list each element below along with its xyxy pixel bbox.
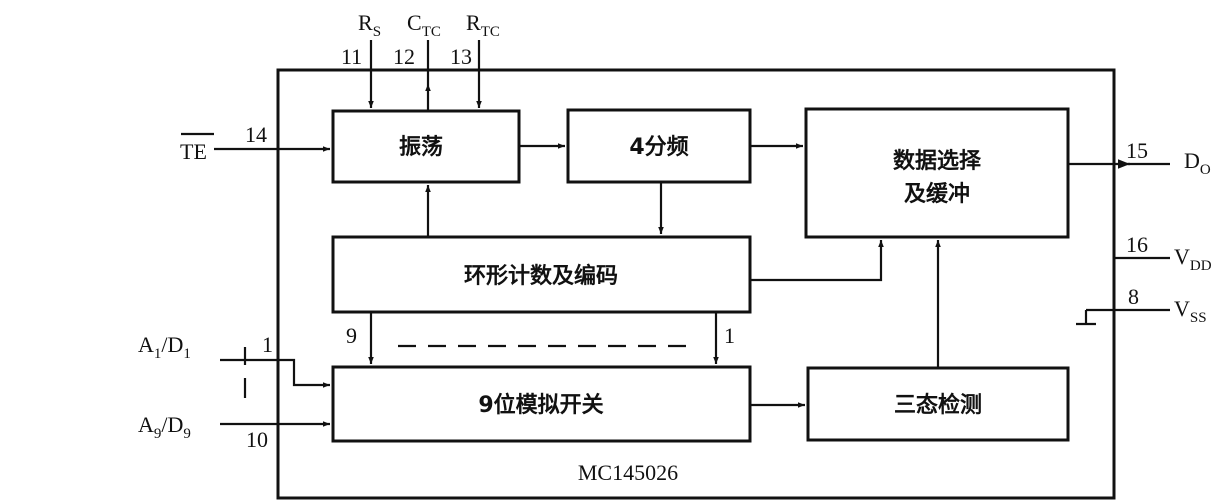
chip-outline	[276, 68, 1116, 500]
analog-switch-block	[331, 365, 752, 443]
oscillator-label: 振荡	[399, 134, 443, 160]
pin-number-10: 10	[246, 427, 268, 452]
pin-number-15: 15	[1126, 138, 1148, 163]
bus-label-1: 1	[724, 323, 735, 348]
data-select-label-line2: 及缓冲	[904, 181, 970, 207]
pin-number-14: 14	[245, 122, 267, 147]
pin-number-13: 13	[450, 44, 472, 69]
ring-counter-label: 环形计数及编码	[464, 263, 618, 289]
tristate-detect-block	[806, 366, 1070, 442]
data-select-block	[804, 107, 1070, 239]
vss-pin-label: VSS	[1174, 296, 1207, 326]
ring-counter-block	[331, 235, 752, 314]
divider-block	[566, 108, 752, 184]
tristate-detect-label: 三态检测	[894, 392, 982, 418]
ctc-pin-label: CTC	[407, 10, 441, 40]
a1-pin-label: A1/D1	[138, 332, 191, 362]
oscillator-block	[331, 109, 521, 184]
counter-to-select-arrow	[750, 240, 884, 282]
divider-label: 4分频	[629, 135, 688, 160]
analog-switch-label: 9位模拟开关	[478, 392, 603, 418]
pin-number-11: 11	[341, 44, 362, 69]
pin-number-8: 8	[1128, 284, 1139, 309]
pin-number-1: 1	[262, 332, 273, 357]
pin-number-12: 12	[393, 44, 415, 69]
a9-pin-label: A9/D9	[138, 412, 191, 442]
bus-label-9: 9	[346, 323, 357, 348]
pin-number-16: 16	[1126, 232, 1148, 257]
rtc-pin-label: RTC	[466, 10, 500, 40]
do-pin-label: DO	[1184, 148, 1211, 178]
data-select-label-line1: 数据选择	[893, 148, 982, 174]
a1-input-arrow	[220, 358, 330, 388]
te-pin-label: TE	[180, 139, 207, 164]
chip-name: MC145026	[578, 460, 678, 485]
vdd-pin-label: VDD	[1174, 244, 1212, 274]
rs-pin-label: RS	[358, 10, 381, 40]
